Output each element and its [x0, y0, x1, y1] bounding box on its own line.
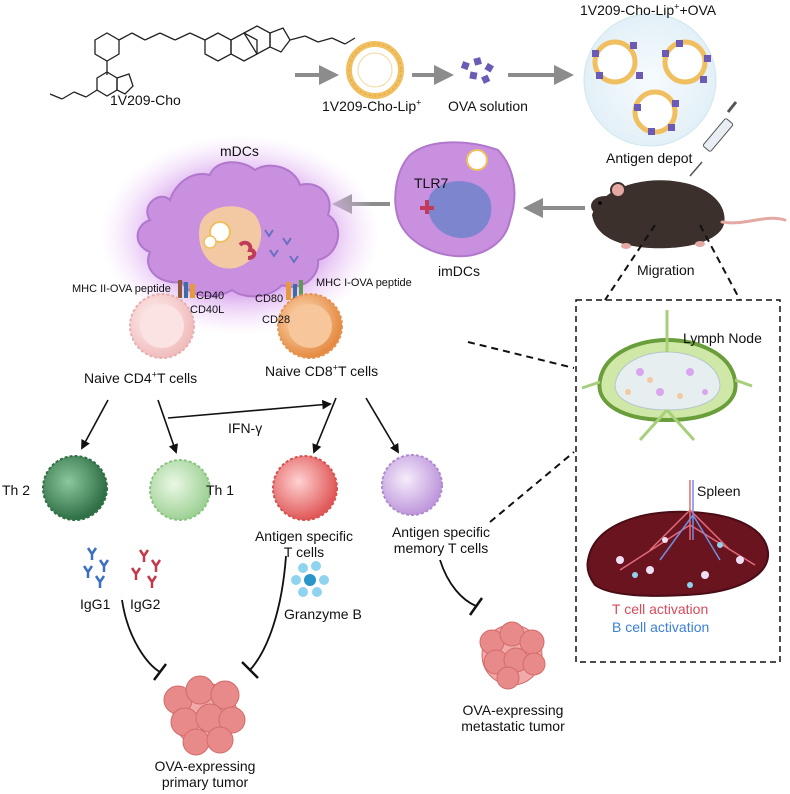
arrow-cd4-to-th2 [81, 399, 109, 450]
antigen-specific-line1: Antigen specific [254, 528, 354, 544]
th2-label: Th 2 [2, 482, 31, 498]
mature-dendritic-cell-icon [100, 135, 380, 335]
inhibition-bar-2 [241, 661, 259, 679]
inhibition-bar-1 [153, 663, 167, 681]
naive-cd4-label-b: T cells [156, 370, 198, 386]
ova-protein-icon [460, 57, 494, 84]
naive-cd8-label-sup: + [332, 362, 338, 373]
naive-cd4-label-a: Naive CD4 [84, 370, 152, 386]
b-cell-activation-label: B cell activation [612, 619, 710, 635]
igg2-label: IgG2 [130, 596, 161, 612]
connector-to-lymph-node [467, 341, 575, 369]
mixture-label-sup: + [674, 1, 680, 12]
cd80-label: CD80 [255, 293, 284, 305]
tlr7-label: TLR7 [414, 175, 449, 191]
naive-cd4-label-sup: + [151, 369, 157, 380]
cd28-label: CD28 [262, 314, 291, 326]
lymph-node-label: Lymph Node [683, 330, 762, 346]
naive-cd8-label: Naive CD8+T cells [265, 363, 378, 379]
mdcs-label: mDCs [220, 143, 259, 159]
naive-cd8-t-cell-icon [277, 293, 343, 359]
arrow-cd8-to-ctl [312, 397, 337, 454]
liposome-label: 1V209-Cho-Lip+ [322, 98, 421, 114]
syringe-icon [689, 101, 738, 177]
arrow-ifn-gamma [167, 399, 332, 419]
molecule-structure-icon [49, 25, 356, 100]
inhibition-bar-3 [468, 597, 484, 616]
cd40l-label: CD40L [190, 304, 225, 316]
inhibition-ctl-to-primary-tumor [249, 555, 287, 671]
migration-label: Migration [637, 262, 695, 278]
arrow-cd8-to-memory [365, 397, 399, 454]
metastatic-tumor-line1: OVA-expressing [462, 702, 564, 718]
lymphoid-organs-panel [575, 299, 781, 663]
liposome-label-sup: + [416, 97, 422, 108]
antigen-depot-icon [583, 13, 717, 147]
th2-cell-icon [42, 455, 108, 521]
memory-line2: memory T cells [393, 540, 489, 557]
memory-t-cell-icon [381, 454, 443, 516]
igg2-antibody-icon [130, 549, 162, 588]
igg1-antibody-icon [82, 547, 110, 588]
liposome-label-text: 1V209-Cho-Lip [322, 98, 417, 114]
inhibition-antibody-to-primary-tumor [121, 599, 161, 673]
compound-label: 1V209-Cho [110, 92, 181, 108]
mixture-label-tail: +OVA [679, 2, 717, 18]
antigen-specific-t-cell-icon [272, 455, 338, 521]
mouse-icon [591, 180, 787, 249]
ifn-gamma-label: IFN-γ [228, 420, 263, 436]
migration-line-right [699, 224, 741, 301]
mhc-ii-cd40-interface-icon [178, 280, 195, 298]
metastatic-tumor-icon [479, 621, 546, 690]
th1-cell-icon [149, 459, 211, 521]
naive-cd8-label-a: Naive CD8 [265, 363, 333, 379]
connector-to-spleen [489, 451, 575, 523]
granzyme-b-icon [291, 561, 329, 597]
antigen-depot-label: Antigen depot [606, 150, 693, 166]
inhibition-memory-to-metastatic-tumor [439, 559, 477, 607]
mixture-label-base: 1V209-Cho-Lip [580, 2, 675, 18]
spleen-icon [586, 480, 770, 597]
igg1-label: IgG1 [80, 596, 111, 612]
imdcs-label: imDCs [438, 263, 480, 279]
primary-tumor-line1: OVA-expressing [154, 758, 256, 774]
liposome-icon [346, 41, 404, 99]
primary-tumor-line2: primary tumor [161, 774, 249, 791]
migration-line-left [604, 224, 656, 301]
spleen-label: Spleen [697, 483, 741, 499]
mhc-ii-label: MHC II-OVA peptide [72, 283, 171, 295]
ova-solution-label: OVA solution [448, 98, 528, 114]
cd80-cd28-mhc-i-interface-icon [286, 280, 303, 300]
naive-cd4-label: Naive CD4+T cells [84, 370, 197, 386]
memory-line1: Antigen specific [391, 524, 491, 540]
mhc-i-label: MHC I-OVA peptide [316, 277, 412, 289]
naive-cd8-label-b: T cells [337, 363, 379, 379]
lymph-node-icon [581, 310, 753, 442]
antigen-specific-line2: T cells [283, 544, 325, 561]
granzyme-b-label: Granzyme B [284, 606, 362, 622]
naive-cd4-t-cell-icon [129, 293, 195, 359]
arrow-cd4-to-th1 [157, 399, 179, 454]
t-cell-activation-label: T cell activation [612, 601, 709, 617]
immature-dendritic-cell-icon [394, 141, 516, 258]
primary-tumor-icon [163, 675, 246, 756]
th1-label: Th 1 [206, 482, 235, 498]
cd40-label: CD40 [196, 290, 225, 302]
metastatic-tumor-line2: metastatic tumor [461, 718, 565, 735]
mixture-label: 1V209-Cho-Lip++OVA [580, 2, 716, 18]
